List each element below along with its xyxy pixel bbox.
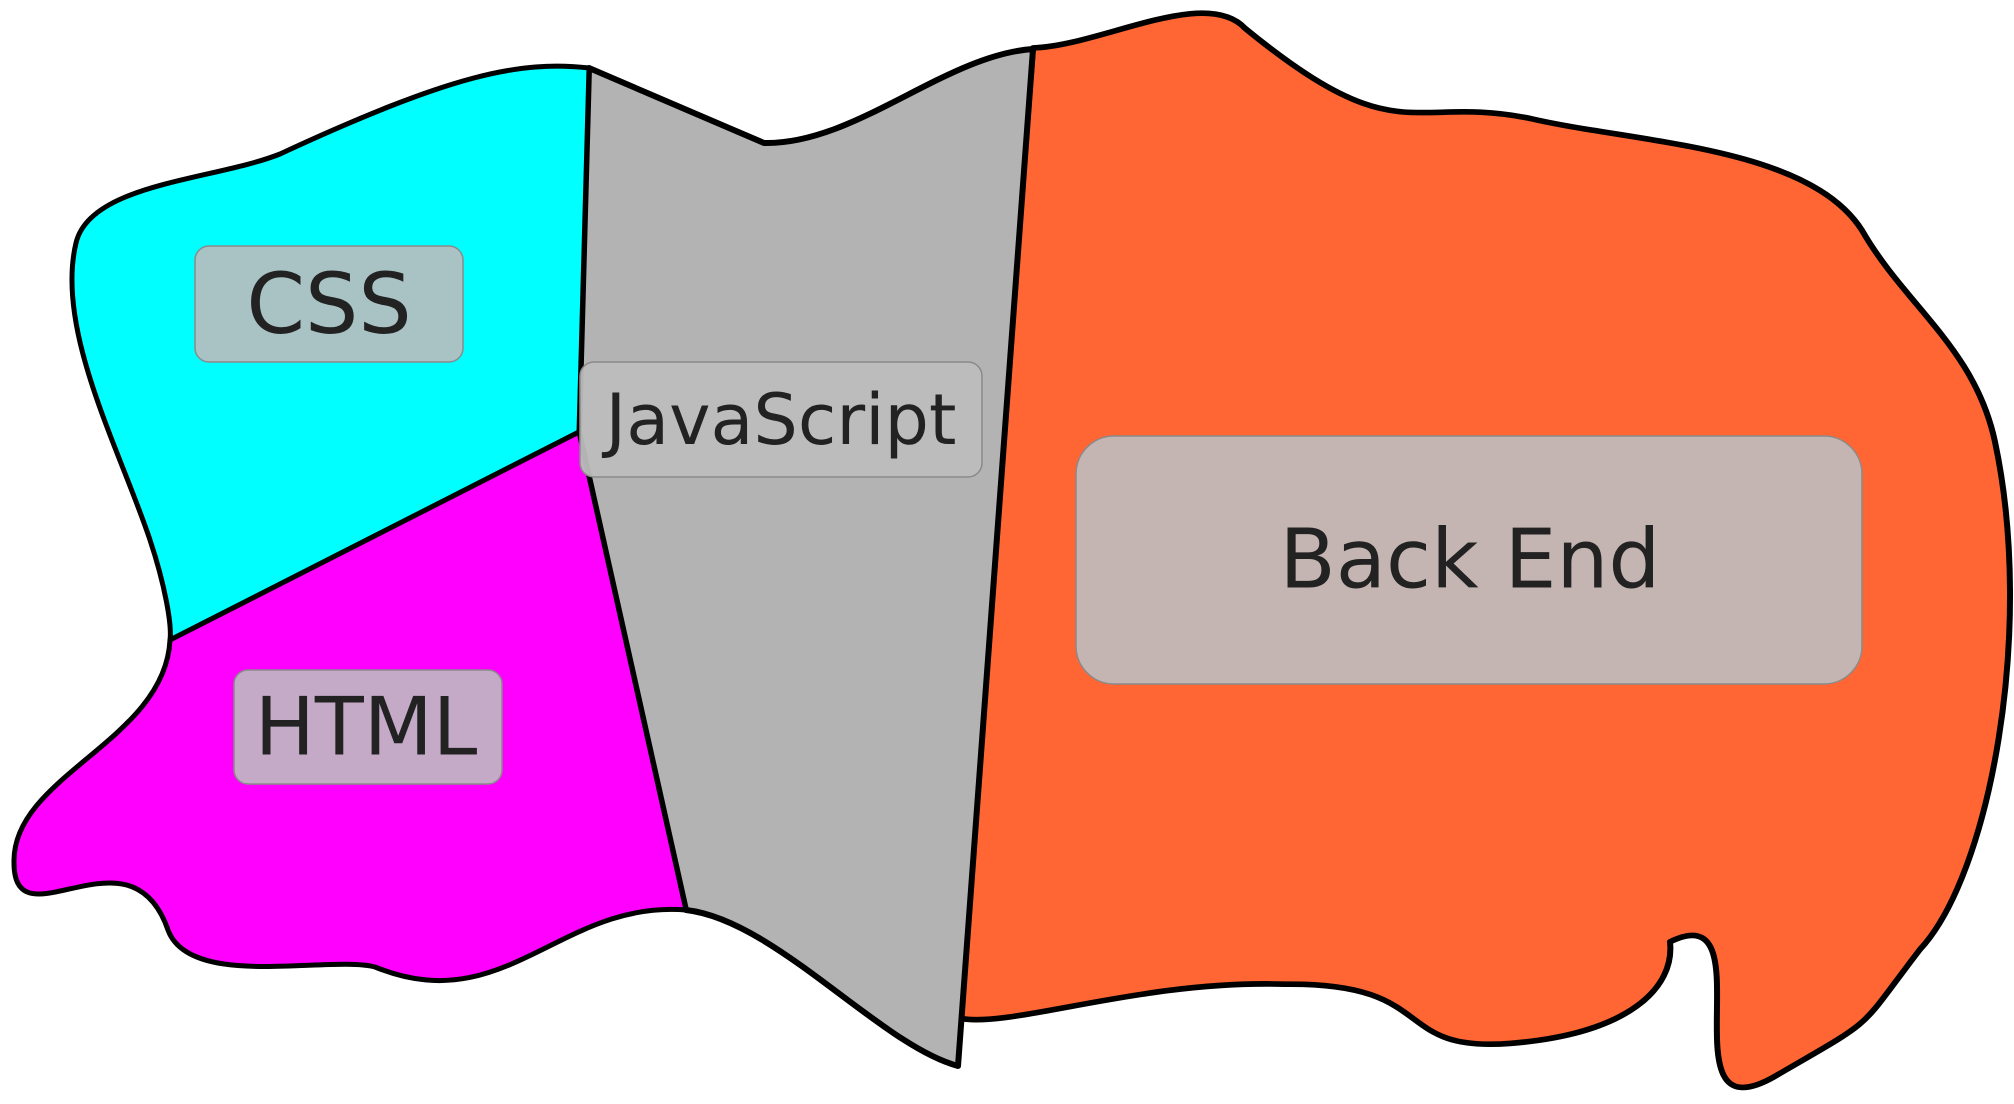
back-end-label-text: Back End — [1280, 513, 1661, 608]
back-end-label-box — [1075, 435, 1863, 685]
html-label-box — [233, 669, 503, 785]
javascript-label-text: JavaScript — [602, 379, 957, 461]
javascript-label-box — [579, 361, 983, 478]
css-label-box — [194, 245, 464, 363]
javascript-label: JavaScript — [579, 361, 983, 478]
javascript-region — [576, 46, 1036, 1069]
css-label: CSS — [194, 245, 464, 363]
html-label: HTML — [233, 669, 503, 785]
back-end-label: Back End — [1075, 435, 1863, 685]
html-label-text: HTML — [255, 681, 478, 774]
css-label-text: CSS — [246, 255, 411, 353]
